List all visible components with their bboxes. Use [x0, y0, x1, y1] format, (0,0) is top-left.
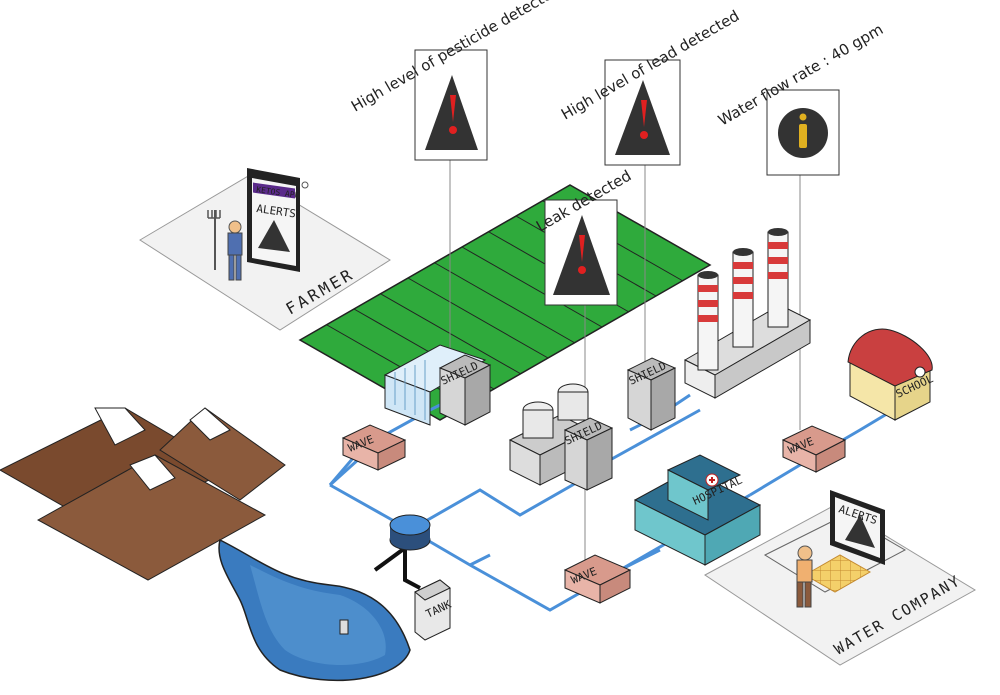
tablet-alert-icon: [258, 220, 290, 252]
hospital: HOSPITAL: [633, 454, 762, 566]
tank: TANK: [414, 579, 454, 641]
school: SCHOOL: [847, 328, 936, 421]
shield-device-tanks: SHIELD: [563, 417, 614, 491]
shield-device-greenhouse: SHIELD: [439, 354, 492, 426]
chimney-2: [732, 248, 754, 348]
wave-device-center: WAVE: [563, 554, 632, 604]
wifi-icon: [301, 181, 309, 189]
tablet-alerts-text: ALERTS: [256, 202, 297, 220]
wave-device-right: WAVE: [781, 425, 847, 473]
greenhouse: [383, 344, 487, 426]
mountains: [0, 407, 286, 581]
shield-device-factory: SHIELD: [627, 357, 677, 431]
operator-figure: [796, 545, 813, 608]
chimney-3: [767, 228, 789, 328]
monitor-alert-icon: [845, 515, 875, 548]
pump-icon: [339, 619, 349, 635]
reservoir: [389, 514, 431, 551]
farmer-tablet: KETOS APP ALERTS: [247, 168, 309, 272]
tank-pipe: [373, 544, 421, 590]
chimney-1: [697, 271, 719, 371]
keyboard-grid: [803, 554, 872, 593]
warning-triangle-icon: [615, 80, 670, 155]
alert-sign-pesticide: High level of pesticide detected: [348, 0, 563, 161]
farmer-panel: KETOS APP ALERTS FARMER: [139, 168, 391, 331]
warning-triangle-icon: [425, 75, 478, 150]
factory: [683, 228, 812, 399]
lake: [218, 538, 411, 682]
company-monitor: ALERTS: [830, 490, 885, 565]
alert-sign-lead: High level of lead detected: [558, 7, 742, 166]
wave-device-left: WAVE: [341, 424, 407, 471]
alert-sign-flow: Water flow rate : 40 gpm: [715, 20, 886, 176]
farmer-figure: [207, 210, 243, 281]
